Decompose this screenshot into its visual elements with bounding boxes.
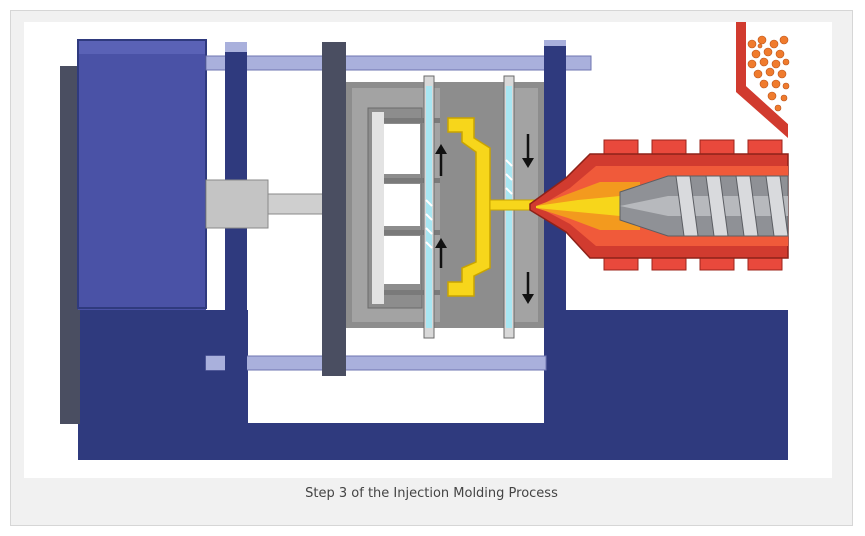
figure-caption: Step 3 of the Injection Molding Process	[305, 486, 558, 501]
fixed-platen	[544, 40, 566, 310]
heater-bands	[603, 139, 783, 271]
clamp-cylinder	[60, 39, 207, 424]
molten-plastic	[536, 182, 640, 230]
tie-bars	[205, 55, 592, 371]
arrow-up-icon	[435, 144, 447, 268]
arrow-down-icon	[522, 134, 534, 304]
moving-platen	[322, 42, 346, 376]
screw	[619, 175, 789, 237]
plastic-pellets	[747, 35, 790, 112]
injection-unit-base	[566, 280, 788, 310]
